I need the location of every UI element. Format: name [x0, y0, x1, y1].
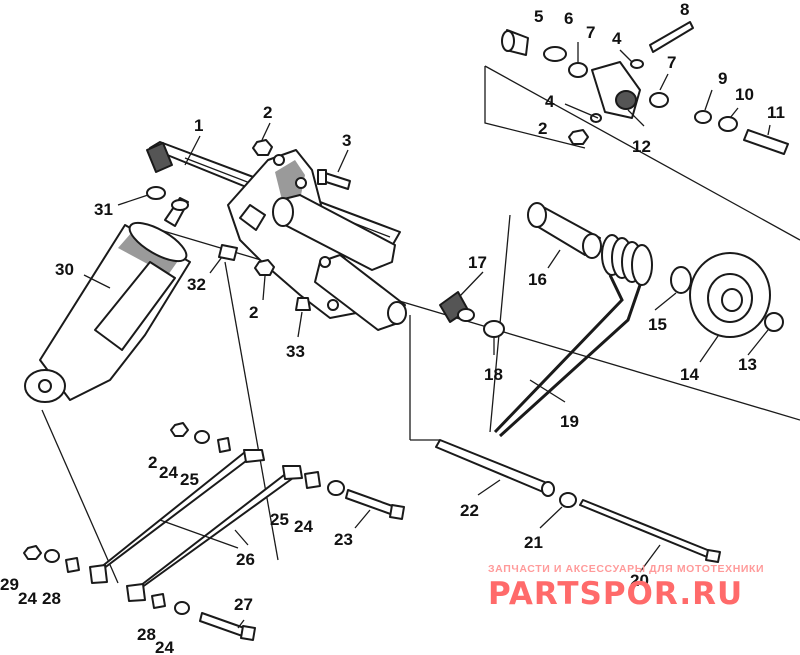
callout-2-lower: 2 — [148, 453, 157, 472]
callout-15: 15 — [648, 315, 667, 334]
callout-33: 33 — [286, 342, 305, 361]
callout-1: 1 — [194, 116, 203, 135]
callout-19: 19 — [560, 412, 579, 431]
callout-32: 32 — [187, 275, 206, 294]
bushing-31 — [146, 186, 189, 211]
cross-shaft-22 — [435, 439, 555, 497]
callout-25-upper: 25 — [180, 470, 199, 489]
callout-2-mid: 2 — [249, 303, 258, 322]
callout-2-right: 2 — [538, 119, 547, 138]
watermark: ЗАПЧАСТИ И АКСЕССУАРЫ ДЛЯ МОТОТЕХНИКИ PA… — [488, 563, 764, 612]
callout-17: 17 — [468, 253, 487, 272]
callout-6: 6 — [564, 9, 573, 28]
callout-7-left: 7 — [586, 23, 595, 42]
watermark-tagline: ЗАПЧАСТИ И АКСЕССУАРЫ ДЛЯ МОТОТЕХНИКИ — [488, 563, 764, 575]
callout-3: 3 — [342, 131, 351, 150]
end-hardware — [501, 21, 789, 155]
bolt-3 — [317, 169, 351, 190]
hardware-right-mid — [304, 471, 405, 520]
washer-21 — [559, 492, 577, 508]
callout-18: 18 — [484, 365, 503, 384]
adjuster-17 — [439, 291, 475, 323]
callout-4-top: 4 — [612, 29, 622, 48]
link-rods-26 — [89, 449, 303, 602]
callout-30: 30 — [55, 260, 74, 279]
watermark-brand: PARTSPOR.RU — [488, 576, 743, 612]
callout-24-mid: 24 — [294, 517, 313, 536]
idler-wheel-14 — [689, 252, 771, 338]
pivot-bracket — [227, 149, 407, 331]
shock-absorber — [24, 197, 191, 403]
washer-18 — [483, 320, 505, 338]
hardware-left-upper — [170, 422, 231, 453]
washer-15 — [670, 266, 692, 294]
callout-29: 29 — [0, 575, 19, 594]
callout-12: 12 — [632, 137, 651, 156]
callout-2-top: 2 — [263, 103, 272, 122]
callout-24-upper: 24 — [159, 463, 178, 482]
callout-11: 11 — [767, 103, 785, 122]
bushing-16 — [527, 202, 602, 259]
hardware-bottom — [151, 593, 256, 641]
callout-13: 13 — [738, 355, 757, 374]
callout-24-bottom: 24 — [155, 638, 174, 655]
callout-31: 31 — [94, 200, 113, 219]
nut-2-bracket — [252, 139, 275, 276]
callout-10: 10 — [735, 85, 754, 104]
callout-27: 27 — [234, 595, 253, 614]
callout-5: 5 — [534, 7, 543, 26]
callout-23: 23 — [334, 530, 353, 549]
callout-25-mid: 25 — [270, 510, 289, 529]
callout-7-right: 7 — [667, 53, 676, 72]
callout-28-bottom: 28 — [137, 625, 156, 644]
callout-16: 16 — [528, 270, 547, 289]
callout-14: 14 — [680, 365, 699, 384]
callout-9: 9 — [718, 69, 727, 88]
washer-13 — [764, 312, 784, 332]
callout-8: 8 — [680, 0, 689, 19]
bushing-32 — [218, 244, 238, 261]
grease-fitting-33 — [295, 297, 311, 311]
callout-21: 21 — [524, 533, 543, 552]
hardware-left-lower — [23, 545, 80, 573]
callout-28-left: 28 — [42, 589, 61, 608]
callout-22: 22 — [460, 501, 479, 520]
callout-24-left: 24 — [18, 589, 37, 608]
torsion-spring-19 — [493, 234, 653, 438]
callout-leaders — [83, 42, 771, 629]
callout-20: 20 — [630, 571, 649, 590]
long-bolt-20 — [579, 499, 721, 563]
callout-4-mid: 4 — [545, 92, 555, 111]
callout-26: 26 — [236, 550, 255, 569]
